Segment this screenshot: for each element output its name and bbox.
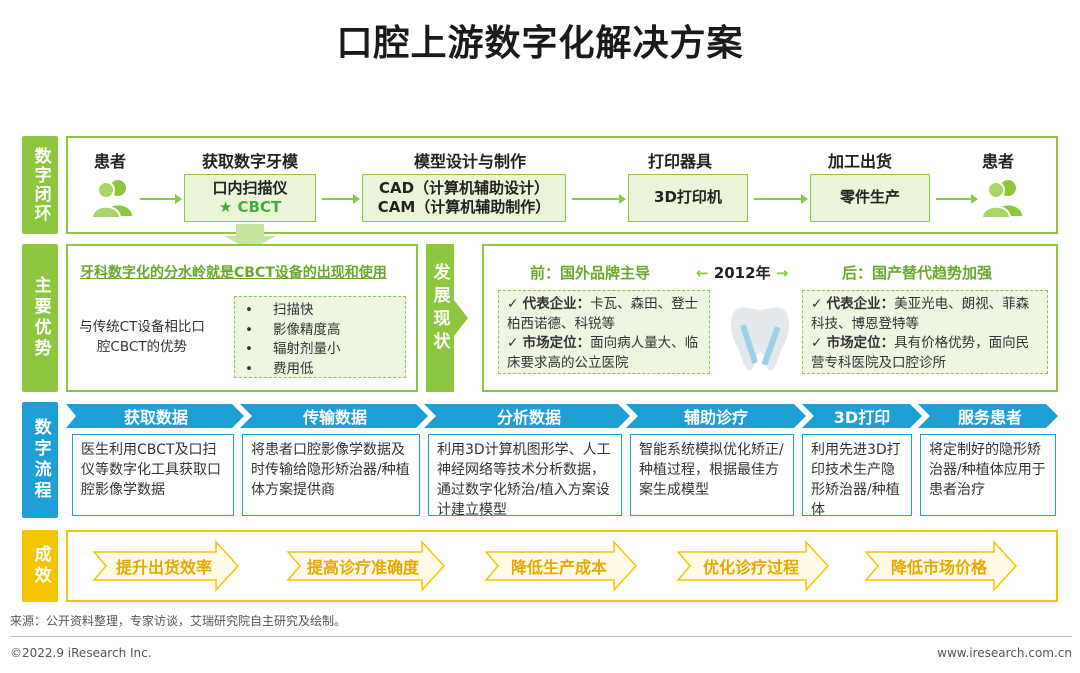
left-arrow-icon: ←	[696, 264, 709, 282]
flow-desc-box: 利用3D计算机图形学、人工神经网络等技术分析数据，通过数字化矫治/植入方案设计建…	[428, 434, 622, 518]
printer-label: 3D打印机	[654, 188, 722, 207]
row-label-text: 数字流程	[30, 418, 51, 502]
advantage-bullet-box: •扫描快 •影像精度高 •辐射剂量小 •费用低	[234, 296, 406, 378]
flow-arrow	[936, 194, 978, 204]
flow-desc-box: 将患者口腔影像学数据及时传输给隐形矫治器/种植体方案提供商	[242, 434, 420, 516]
row-label-text: 数字闭环	[30, 147, 51, 223]
digital-model-box: 口内扫描仪 ★ CBCT	[184, 174, 316, 222]
chevron-serve-patient	[918, 404, 1058, 428]
intraoral-scanner-label: 口内扫描仪	[212, 178, 288, 197]
row-label-closed-loop: 数字闭环	[22, 136, 58, 234]
flow-step-label: 获取数据	[123, 408, 188, 427]
after-pos: ✓ 市场定位：具有价格优势，面向民营专科医院及口腔诊所	[811, 335, 1030, 371]
advantage-bullet: •辐射剂量小	[245, 341, 341, 358]
flow-step-label: 辅助诊疗	[683, 408, 748, 427]
effect-label: 提升出货效率	[115, 558, 212, 577]
patient-icon	[90, 180, 132, 219]
chevron-transfer-data	[240, 404, 428, 428]
flow-desc-box: 将定制好的隐形矫治器/种植体应用于患者治疗	[920, 434, 1056, 516]
status-arrow-label	[426, 244, 468, 392]
patient-icon	[980, 180, 1022, 219]
flow-step-label: 3D打印	[833, 408, 891, 427]
flow-desc-box: 医生利用CBCT及口扫仪等数字化工具获取口腔影像学数据	[72, 434, 234, 516]
flow-step-label: 服务患者	[957, 408, 1022, 427]
cad-label: CAD（计算机辅助设计）	[378, 178, 550, 197]
flow-arrow	[322, 194, 360, 204]
chevron-analyze-data	[424, 404, 630, 428]
parts-label: 零件生产	[839, 188, 900, 207]
flow-arrow	[140, 194, 182, 204]
flow-desc-box: 智能系统模拟优化矫正/种植过程，根据最佳方案生成模型	[630, 434, 794, 516]
parts-box: 零件生产	[810, 174, 930, 222]
cbct-label: CBCT	[237, 198, 282, 216]
year-text: 2012年	[713, 264, 771, 282]
advantage-bullet: •影像精度高	[245, 321, 341, 338]
advantage-headline: 牙科数字化的分水岭就是CBCT设备的出现和使用	[80, 265, 387, 281]
before-rep: ✓ 代表企业：卡瓦、森田、登士柏西诺德、科锐等	[507, 296, 699, 332]
compare-label: 与传统CT设备相比口腔CBCT的优势	[79, 319, 205, 355]
row-label-text: 主要优势	[30, 276, 51, 360]
row-label-flow: 数字流程	[22, 402, 58, 518]
design-box: CAD（计算机辅助设计） CAM（计算机辅助制作）	[362, 174, 566, 222]
after-title: 后：国产替代趋势加强	[842, 264, 993, 282]
advantage-bullet: •扫描快	[245, 302, 314, 318]
right-arrow-icon: →	[775, 264, 789, 282]
flow-arrow	[572, 194, 626, 204]
row-label-status: 发展现状	[433, 263, 451, 352]
cam-label: CAM（计算机辅助制作）	[377, 198, 551, 216]
stage-header-shipping: 加工出货	[827, 152, 892, 171]
chevron-get-data	[66, 404, 244, 428]
after-detail-box: ✓ 代表企业：美亚光电、朗视、菲森科技、博恩登特等 ✓ 市场定位：具有价格优势，…	[802, 290, 1048, 374]
chevron-assist-diagnosis	[626, 404, 806, 428]
year-label: ← 2012年 →	[696, 262, 788, 283]
effect-label: 降低生产成本	[510, 558, 607, 577]
before-title: 前：国外品牌主导	[530, 264, 651, 282]
page-title: 口腔上游数字化解决方案	[336, 23, 744, 64]
source-note: 来源：公开资料整理，专家访谈，艾瑞研究院自主研究及绘制。	[10, 614, 347, 628]
stage-header-design: 模型设计与制作	[413, 152, 526, 171]
chevron-3d-print	[802, 404, 922, 428]
effect-label: 降低市场价格	[890, 558, 987, 577]
flow-step-label: 传输数据	[302, 408, 367, 427]
stage-header-patient-start: 患者	[93, 152, 126, 171]
star-icon: ★	[218, 198, 233, 216]
site-url: www.iresearch.com.cn	[937, 646, 1072, 660]
effect-label: 提高诊疗准确度	[306, 558, 419, 577]
flow-chevron-strip	[66, 404, 1058, 428]
row-label-text: 成效	[30, 545, 51, 587]
before-pos: ✓ 市场定位：面向病人量大、临床要求高的公立医院	[507, 335, 699, 371]
footer-divider	[10, 636, 1072, 637]
tooth-icon	[730, 307, 790, 370]
printer-box: 3D打印机	[628, 174, 748, 222]
stage-header-printing: 打印器具	[647, 152, 712, 171]
down-arrow-icon	[224, 224, 276, 250]
advantage-bullet: •费用低	[245, 360, 314, 377]
flow-desc-box: 利用先进3D打印技术生产隐形矫治器/种植体	[802, 434, 912, 518]
row-label-advantage: 主要优势	[22, 244, 58, 392]
flow-step-label: 分析数据	[496, 408, 561, 427]
stage-header-digital-model: 获取数字牙模	[201, 152, 298, 171]
row-label-effect: 成效	[22, 530, 58, 602]
before-detail-box: ✓ 代表企业：卡瓦、森田、登士柏西诺德、科锐等 ✓ 市场定位：面向病人量大、临床…	[498, 290, 710, 374]
effect-arrows	[92, 540, 1018, 592]
stage-header-patient-end: 患者	[981, 152, 1014, 171]
flow-arrow	[754, 194, 808, 204]
effect-label: 优化诊疗过程	[702, 558, 799, 577]
after-rep: ✓ 代表企业：美亚光电、朗视、菲森科技、博恩登特等	[811, 296, 1030, 332]
copyright: ©2022.9 iResearch Inc.	[10, 646, 152, 660]
